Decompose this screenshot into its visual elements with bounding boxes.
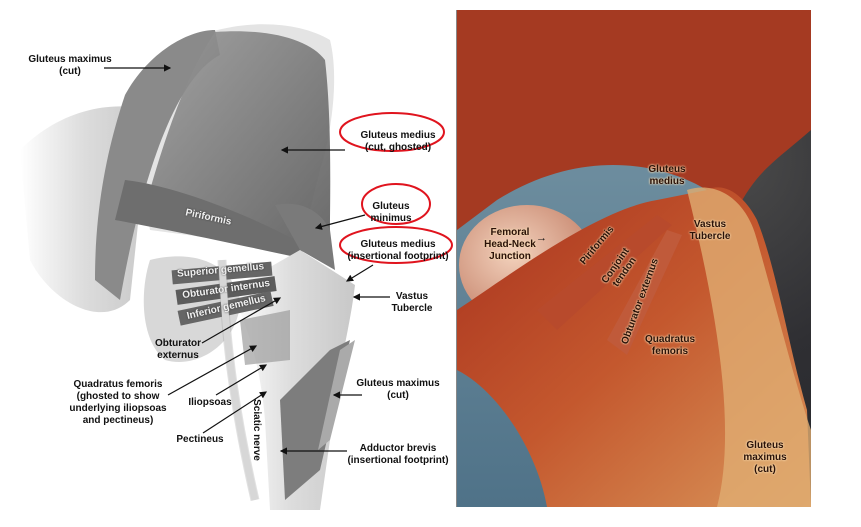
label-line: Gluteus xyxy=(648,164,686,175)
label-line: Vastus xyxy=(395,291,429,302)
label-iliopsoas: Iliopsoas xyxy=(188,397,232,408)
label-line: Femoral xyxy=(490,227,530,238)
label-line: (cut) xyxy=(754,464,776,475)
label-line: Quadratus femoris xyxy=(73,379,163,390)
leader-iliopsoas xyxy=(215,364,268,396)
obturator-externus-band xyxy=(607,230,682,355)
label-line: Quadratus xyxy=(644,334,696,345)
piriformis-muscle xyxy=(115,180,305,258)
label-obturator-externus: Obturator externus xyxy=(155,338,201,362)
label-pectineus: Pectineus xyxy=(176,434,224,445)
gluteus-medius-flap xyxy=(457,10,811,230)
leader-obturator-externus xyxy=(201,297,282,344)
anatomical-illustration xyxy=(20,10,457,510)
photo-label-vastus-tubercle: Vastus Tubercle xyxy=(690,219,731,243)
label-line: Vastus xyxy=(693,219,727,230)
label-line: (insertional footprint) xyxy=(347,455,449,466)
highlight-ellipse-gluteus-medius xyxy=(339,112,445,152)
label-line: (cut) xyxy=(387,390,409,401)
leader-quadratus-femoris xyxy=(167,345,258,396)
adductor-brevis-muscle xyxy=(280,340,350,500)
fat-tissue-right xyxy=(687,187,811,507)
sciatic-nerve-edge xyxy=(217,259,260,502)
label-sciatic-nerve: Sciatic nerve xyxy=(251,399,262,461)
label-line: (cut, ghosted) xyxy=(364,142,432,153)
photo-label-quadratus-femoris: Quadratus femoris xyxy=(645,334,695,358)
gluteus-medius-muscle xyxy=(150,31,331,250)
label-line: Tubercle xyxy=(689,231,731,242)
dissection-photo xyxy=(457,10,811,507)
label-line: femoris xyxy=(651,346,689,357)
label-gluteus-maximus-bottom: Gluteus maximus (cut) xyxy=(356,378,439,402)
label-quadratus-femoris: Quadratus femoris (ghosted to show under… xyxy=(69,379,166,427)
gluteus-maximus-cut-muscle xyxy=(95,30,220,300)
highlight-ellipse-gluteus-minimus xyxy=(361,183,431,225)
label-line: Obturator xyxy=(154,338,202,349)
photo-label-gluteus-medius: Gluteus medius xyxy=(648,164,685,188)
label-adductor-brevis: Adductor brevis (insertional footprint) xyxy=(347,443,448,467)
label-line: Tubercle xyxy=(391,303,433,314)
label-vastus-tubercle: Vastus Tubercle xyxy=(392,291,433,315)
label-line: Gluteus medius xyxy=(360,130,436,141)
sciatic-nerve xyxy=(218,259,259,501)
label-line: underlying iliopsoas xyxy=(69,403,167,414)
label-line: (insertional footprint) xyxy=(347,251,449,262)
label-line: externus xyxy=(157,350,199,361)
dissection-photo-art xyxy=(457,10,811,507)
label-gluteus-medius-footprint: Gluteus medius (insertional footprint) xyxy=(347,239,448,263)
gluteus-minimus-muscle xyxy=(275,203,335,270)
label-line: maximus xyxy=(743,452,787,463)
label-line: Head-Neck xyxy=(484,239,536,250)
leader-pectineus xyxy=(202,391,268,434)
photo-label-femoral-head-neck: Femoral Head-Neck Junction xyxy=(484,227,536,263)
label-line: (cut) xyxy=(59,66,81,77)
label-line: Gluteus maximus xyxy=(28,54,112,65)
label-gluteus-maximus-top: Gluteus maximus (cut) xyxy=(28,54,111,78)
label-line: Gluteus medius xyxy=(360,239,436,250)
label-line: and pectineus) xyxy=(82,415,154,426)
label-line: (ghosted to show xyxy=(76,391,160,402)
label-line: Gluteus maximus xyxy=(356,378,440,389)
highlight-ellipse-gluteus-medius-footprint xyxy=(339,226,453,264)
leader-gluteus-minimus xyxy=(314,214,366,230)
label-line: Gluteus xyxy=(746,440,784,451)
label-line: minimus xyxy=(370,213,412,224)
label-gluteus-minimus: Gluteus minimus xyxy=(370,201,411,225)
piriformis-band xyxy=(537,215,672,330)
label-line: Adductor brevis xyxy=(359,443,437,454)
leader-gluteus-medius-footprint xyxy=(345,264,374,282)
label-line: Junction xyxy=(489,251,531,262)
photo-arrow-femoral-head: → xyxy=(536,232,547,244)
label-line: Gluteus xyxy=(372,201,410,212)
label-gluteus-medius-ghosted: Gluteus medius (cut, ghosted) xyxy=(360,130,435,154)
label-line: medius xyxy=(649,176,685,187)
photo-label-gluteus-maximus: Gluteus maximus (cut) xyxy=(743,440,786,476)
